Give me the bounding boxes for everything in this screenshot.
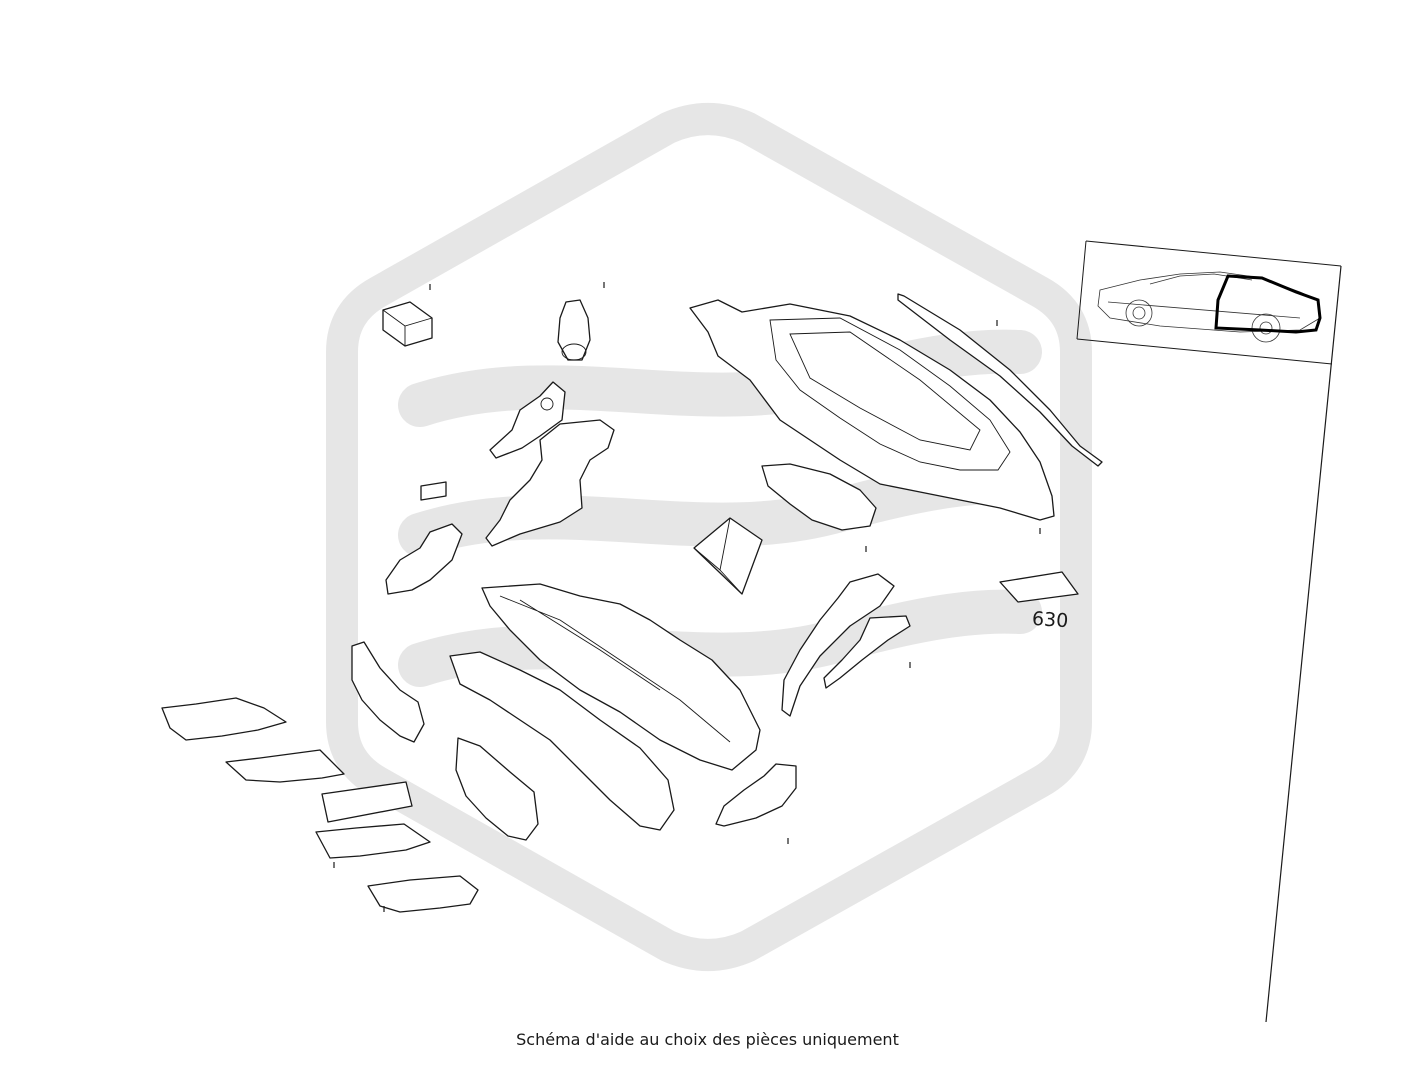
small-plate-part <box>420 481 447 501</box>
right-small-trim-part <box>823 615 911 689</box>
cap-part <box>557 299 591 361</box>
trunk-lid-cutout <box>789 331 981 451</box>
right-trunk-bracket-part <box>761 463 877 531</box>
cap-part-ring <box>561 343 587 361</box>
left-quarter-trim-part <box>351 641 425 743</box>
thumbnail-frame-bottom <box>1076 338 1333 365</box>
lower-left-panel-part <box>455 737 539 841</box>
left-floor-mat-part-4 <box>367 875 479 913</box>
left-floor-mat-part-3 <box>315 823 431 859</box>
right-air-duct-part <box>781 573 895 717</box>
left-air-duct-part <box>485 419 615 547</box>
label-plate-part <box>999 571 1079 603</box>
watermark-hexagon <box>326 103 1092 971</box>
page-edge-line <box>1265 265 1342 1023</box>
cube-insulation-part <box>693 517 763 595</box>
locator-thumbnail <box>1076 240 1342 1023</box>
thumbnail-frame-top <box>1085 240 1342 267</box>
foam-block-edge <box>382 309 433 346</box>
trunk-lid-inner-panel <box>769 317 1011 471</box>
lower-right-trim-part <box>715 763 797 827</box>
rear-side-panel-part <box>449 651 675 831</box>
diagram-disclaimer: Schéma d'aide au choix des pièces unique… <box>516 1030 899 1049</box>
left-foam-strip-part <box>321 781 413 823</box>
left-floor-mat-part-2 <box>225 749 345 783</box>
trunk-lid-trim-part <box>689 299 1055 521</box>
highlighted-rear-door-icon <box>1214 274 1322 334</box>
left-wheelhouse-liner-part <box>385 523 463 595</box>
left-floor-mat-part-1 <box>161 697 287 741</box>
part-number-label: 630 <box>1031 608 1069 632</box>
cube-insulation-edge <box>693 517 743 595</box>
exploded-parts: 630 <box>161 282 1103 913</box>
upper-left-bracket-part <box>489 381 566 459</box>
bracket-hole <box>540 397 554 411</box>
thumbnail-frame-left <box>1076 240 1087 340</box>
center-panel-crease <box>499 595 731 743</box>
trunk-floor-insulation-part <box>481 583 761 771</box>
long-seal-strip-part <box>897 293 1103 467</box>
foam-block-part <box>382 301 433 347</box>
